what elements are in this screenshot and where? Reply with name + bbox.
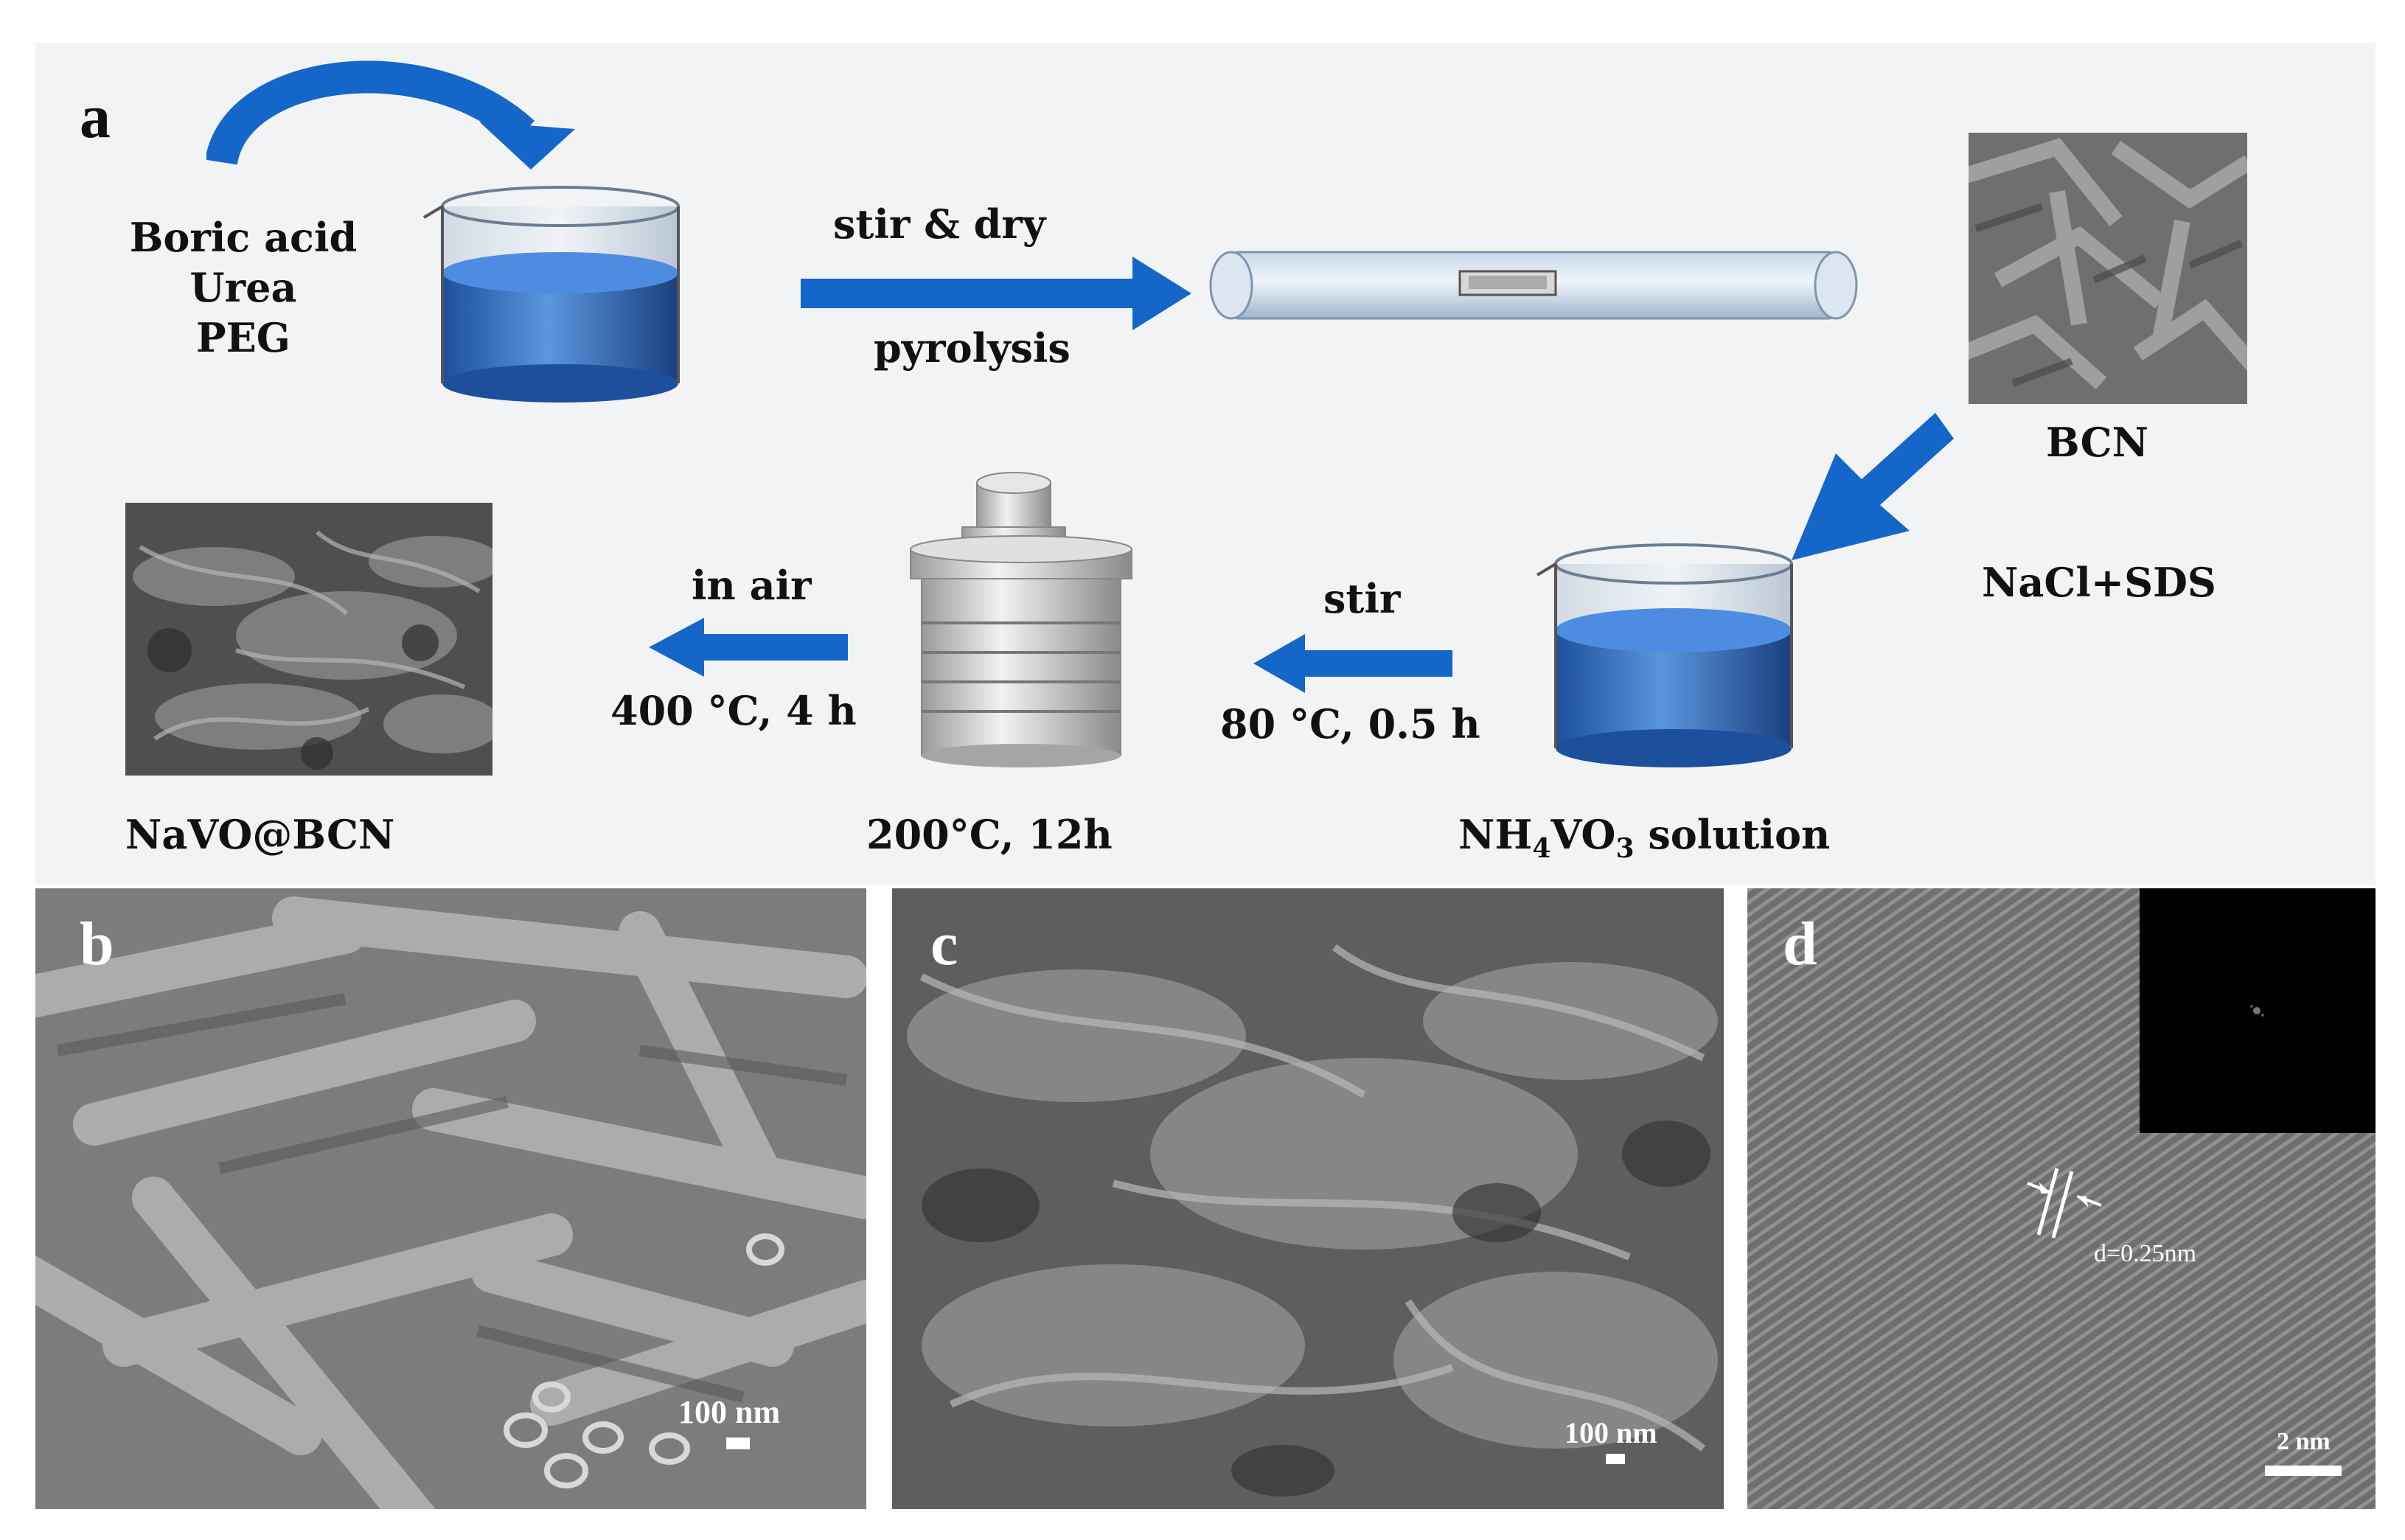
step1-top-label: stir & dry: [833, 201, 1046, 248]
bcn-label: BCN: [2046, 419, 2148, 466]
solution-label: NH4VO3 solution: [1458, 811, 1831, 864]
panel-label-a: a: [80, 83, 111, 151]
beaker-icon: [1536, 543, 1793, 767]
step3-top-label: in air: [692, 562, 812, 609]
panel-d-scale-bar: [2265, 1466, 2342, 1476]
step2-bottom-label: 80 °C, 0.5 h: [1220, 700, 1480, 748]
bcn-sem-image: [1969, 133, 2247, 404]
reagent-peg: PEG: [196, 314, 290, 361]
diagonal-arrow-icon: [1792, 413, 1954, 560]
product-label: NaVO@BCN: [125, 811, 395, 858]
panel-b-scale-bar: [726, 1438, 750, 1449]
panel-b-sem-image: [35, 888, 866, 1509]
left-arrow-icon: [1253, 634, 1452, 693]
panel-d-scale-label: 2 nm: [2277, 1428, 2331, 1455]
tube-furnace-icon: [1209, 251, 1858, 320]
reagent-urea: Urea: [189, 264, 297, 311]
right-arrow-icon: [801, 257, 1191, 330]
left-arrow-icon: [649, 618, 848, 677]
beaker-icon: [422, 186, 680, 403]
navo-bcn-sem-image: [125, 503, 493, 776]
reagent-boric-acid: Boric acid: [129, 214, 358, 261]
panel-label-b: b: [80, 910, 114, 978]
curved-arrow-icon: [206, 60, 575, 170]
step3-bottom-label: 400 °C, 4 h: [610, 687, 857, 734]
panel-label-c: c: [930, 910, 958, 978]
d-spacing-label: d=0.25nm: [2094, 1240, 2197, 1267]
nacl-sds-label: NaCl+SDS: [1982, 559, 2216, 606]
reagent-list: Boric acid Urea PEG: [96, 212, 391, 363]
panel-c-scale-bar: [1606, 1454, 1625, 1464]
step2-top-label: stir: [1323, 575, 1401, 622]
autoclave-icon: [910, 472, 1132, 767]
panel-c-scale-label: 100 nm: [1565, 1416, 1657, 1449]
autoclave-label: 200°C, 12h: [866, 811, 1113, 858]
panel-c-sem-image: [892, 888, 1724, 1509]
panel-label-d: d: [1783, 910, 1817, 978]
panel-d-hrtem-image: [1747, 888, 2376, 1509]
step1-bottom-label: pyrolysis: [874, 324, 1071, 372]
panel-b-scale-label: 100 nm: [678, 1394, 781, 1430]
